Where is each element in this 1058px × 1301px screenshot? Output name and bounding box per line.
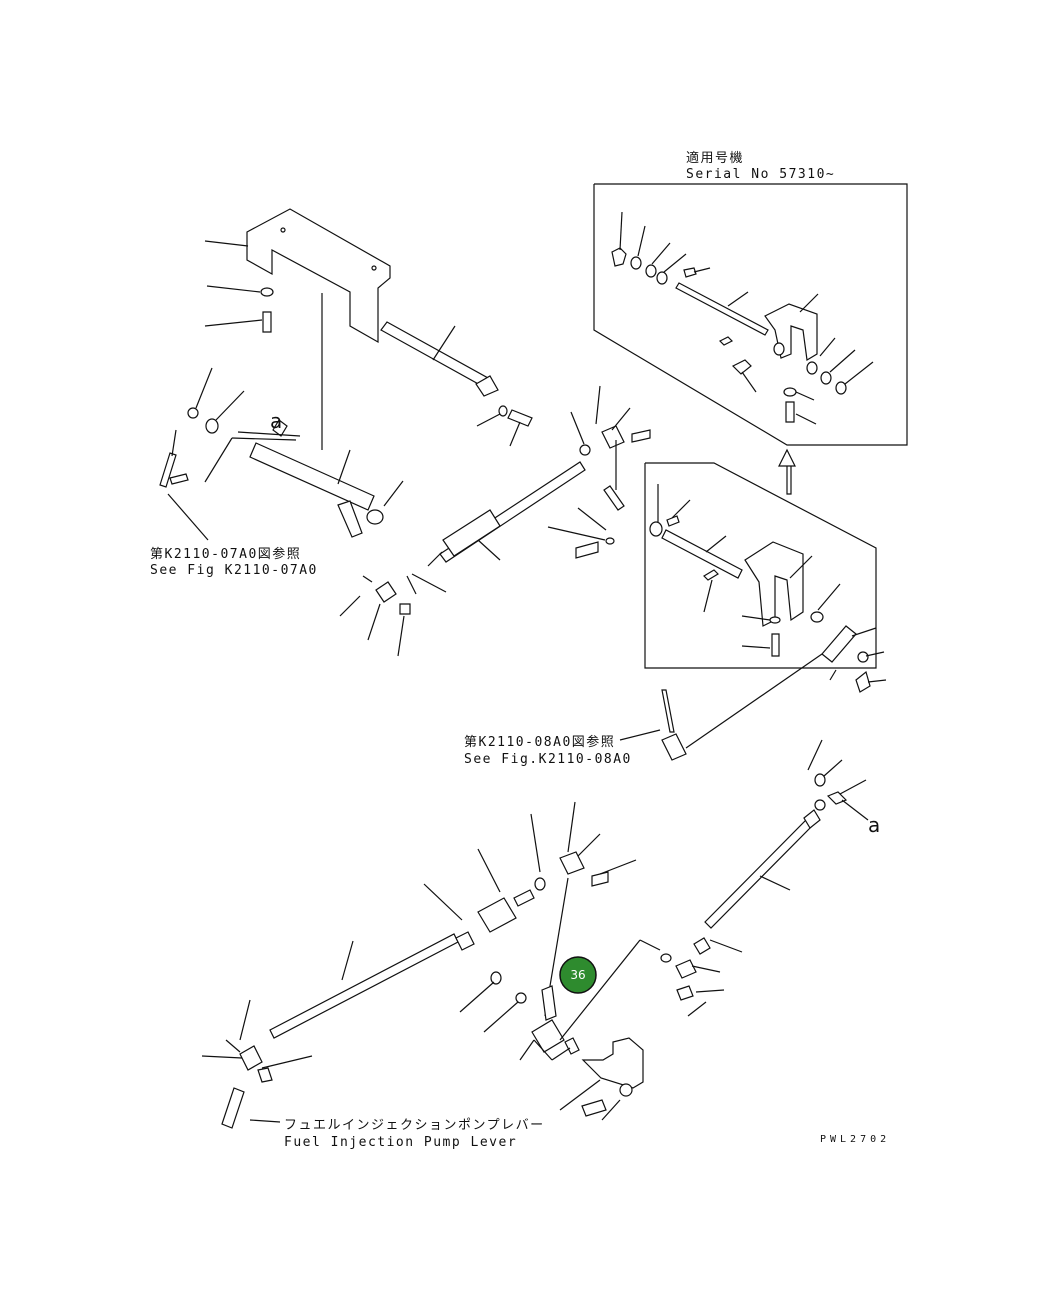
- drawing-code: PWL2702: [820, 1134, 890, 1145]
- pump-lever-en: Fuel Injection Pump Lever: [284, 1135, 517, 1150]
- ref-07-jp: 第K2110-07A0図参照: [150, 546, 301, 562]
- bracket-variant-group: [644, 462, 877, 669]
- callout-a-right: a: [868, 813, 880, 837]
- callout-a-top: a: [270, 409, 282, 433]
- serial-variant-group: 適用号機 Serial No 57310~: [593, 150, 908, 495]
- serial-title-jp: 適用号機: [686, 150, 744, 166]
- serial-title-en: Serial No 57310~: [686, 167, 835, 182]
- pump-lever-jp: フュエルインジェクションポンプレバー: [284, 1118, 545, 1133]
- lower-linkage: a: [201, 739, 880, 1129]
- ref-08-jp: 第K2110-08A0図参照: [464, 734, 615, 750]
- serial-box-parts: [611, 211, 874, 425]
- upper-linkage: a: [159, 208, 887, 761]
- up-arrow-icon: [778, 448, 796, 495]
- bracket-box-outline: [644, 462, 877, 669]
- part-number-badge[interactable]: 36: [559, 956, 597, 994]
- serial-box-outline: [593, 183, 908, 446]
- ref-08-en: See Fig.K2110-08A0: [464, 752, 632, 767]
- badge-circle: [559, 956, 597, 994]
- badge-number: 36: [570, 968, 585, 982]
- ref-07-en: See Fig K2110-07A0: [150, 563, 318, 578]
